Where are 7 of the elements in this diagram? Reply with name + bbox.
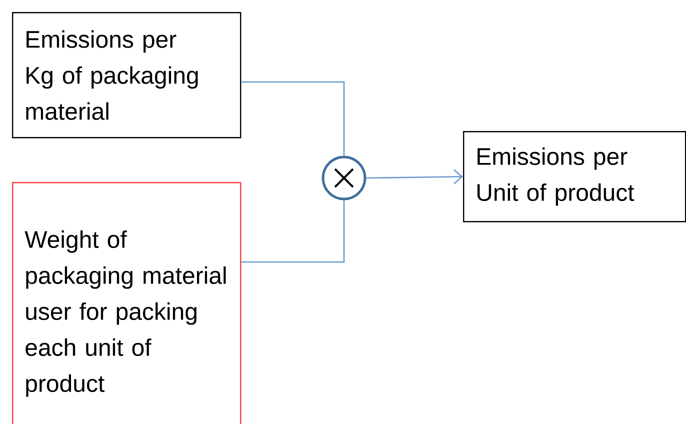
connector [241,200,345,263]
text-box: Emissions per Kg of packaging material [12,12,242,138]
connector [241,81,345,156]
multiply-circle [322,156,366,200]
connector [366,169,463,184]
text-box: Weight of packaging material user for packing each unit of product [12,182,242,424]
text-box: Emissions per Unit of product [463,131,686,222]
